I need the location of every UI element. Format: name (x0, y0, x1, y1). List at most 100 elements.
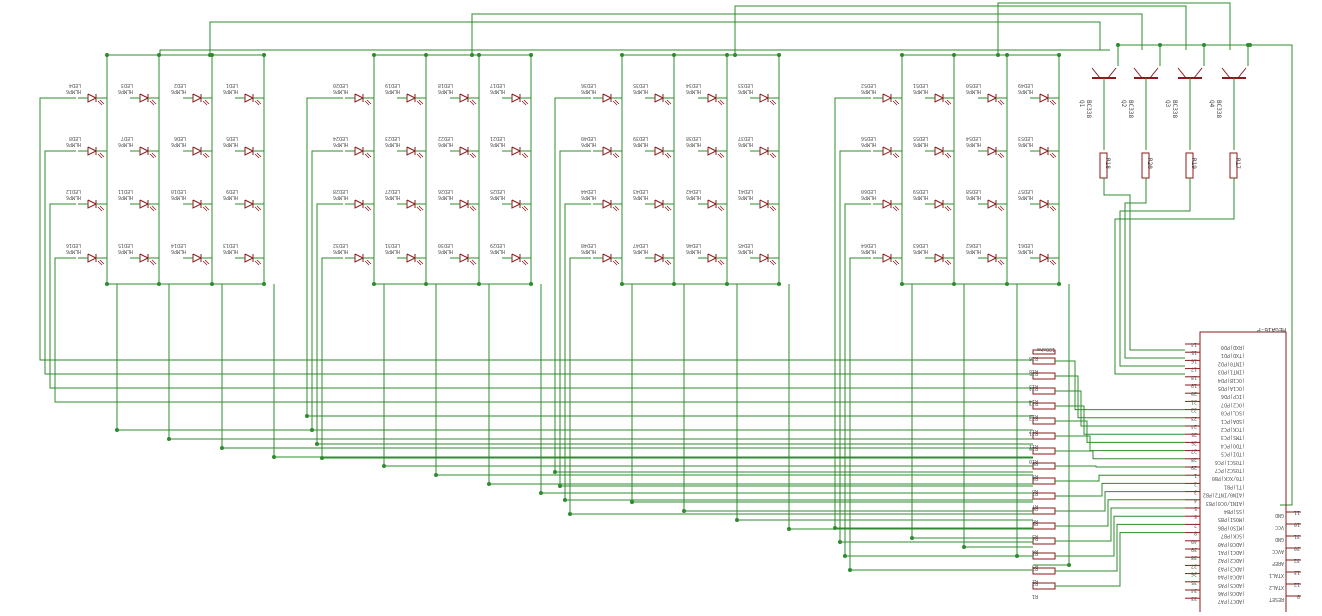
array-resistor-label: R1 (1032, 593, 1038, 599)
array-resistor-label: R3 (1032, 563, 1038, 569)
led-part-label: HLMP6 (861, 248, 876, 254)
ic-pin-number: 37 (1191, 562, 1197, 568)
led-part-label: HLMP6 (1018, 88, 1033, 94)
led-emission-arrow (254, 260, 260, 266)
led-label: LED8 (69, 135, 81, 141)
base-resistor-label: R20 (1146, 158, 1153, 169)
led-emission-arrow (892, 100, 898, 106)
collector-bus-wire (734, 5, 1187, 55)
led-diode-symbol (759, 253, 770, 263)
led-emission-arrow (204, 99, 210, 105)
led-emission-arrow (944, 153, 950, 159)
transistor-name: Q1 (1078, 100, 1085, 108)
led-emission-arrow (944, 206, 950, 212)
array-resistor-label: R12 (1029, 428, 1038, 434)
led-part-label: HLMP6 (581, 248, 596, 254)
led-diode-symbol (707, 199, 718, 209)
junction-dot (272, 455, 276, 459)
ic-pin-number: 10 (1294, 521, 1300, 527)
junction-dot (843, 554, 847, 558)
led-emission-arrow (99, 99, 105, 105)
led-emission-arrow (523, 205, 529, 211)
led-part-label: HLMP6 (686, 88, 701, 94)
led-emission-arrow (894, 205, 900, 211)
led-label: LED31 (385, 242, 400, 248)
led-part-label: HLMP6 (738, 194, 753, 200)
led-label: LED1 (226, 82, 238, 88)
led-emission-arrow (1051, 205, 1057, 211)
led-diode-symbol (459, 199, 470, 209)
led-label: LED45 (738, 242, 753, 248)
junction-dot (910, 536, 914, 540)
led-emission-arrow (1049, 260, 1055, 266)
ic-pin-number: 12 (1294, 581, 1300, 587)
array-resistor-label: R13 (1029, 413, 1038, 419)
ic-pin-number: 14 (1191, 341, 1197, 347)
led-diode-symbol (87, 253, 98, 263)
led-part-label: HLMP6 (490, 141, 505, 147)
led-emission-arrow (471, 152, 477, 158)
transistor-name: Q3 (1164, 100, 1171, 108)
led-label: LED57 (1018, 188, 1033, 194)
led-emission-arrow (97, 260, 103, 266)
ic-pin-number: 40 (1191, 538, 1197, 544)
led-emission-arrow (666, 205, 672, 211)
led-part-label: HLMP6 (385, 88, 400, 94)
led-emission-arrow (523, 152, 529, 158)
led-emission-arrow (1051, 259, 1057, 265)
led-diode-symbol (406, 253, 417, 263)
led-emission-arrow (894, 259, 900, 265)
resistor-to-ic-wire (1055, 507, 1185, 542)
resistor-to-ic-wire (1055, 450, 1185, 460)
collector-bus-wire (471, 13, 1143, 55)
base-resistor-label: R17 (1234, 158, 1241, 169)
led-emission-arrow (364, 153, 370, 159)
led-diode-symbol (654, 93, 665, 103)
led-diode-symbol (459, 93, 470, 103)
led-emission-arrow (894, 152, 900, 158)
ic-pin-number: 32 (1294, 557, 1300, 563)
led-label: LED43 (633, 188, 648, 194)
transistor-collector-leg (1177, 67, 1187, 79)
led-emission-arrow (997, 260, 1003, 266)
led-emission-arrow (418, 99, 424, 105)
led-emission-arrow (99, 259, 105, 265)
ic-pin-label: (ADC0)PA0 (1218, 541, 1245, 547)
led-diode-symbol (511, 199, 522, 209)
column-harness-wire (631, 284, 1033, 503)
ic-pin-label: (TMS)PC3 (1221, 434, 1245, 440)
led-part-label: HLMP6 (633, 194, 648, 200)
led-label: LED56 (861, 135, 876, 141)
resistor-to-ic-wire (1055, 435, 1185, 452)
led-emission-arrow (664, 206, 670, 212)
led-diode-symbol (139, 253, 150, 263)
junction-dot (558, 484, 562, 488)
led-diode-symbol (602, 199, 613, 209)
led-part-label: HLMP6 (118, 194, 133, 200)
led-diode-symbol (87, 146, 98, 156)
led-part-label: HLMP6 (581, 141, 596, 147)
led-emission-arrow (1049, 153, 1055, 159)
led-emission-arrow (946, 259, 952, 265)
array-resistor-label: R8 (1032, 488, 1038, 494)
row-harness-wire (554, 97, 1033, 473)
led-label: LED19 (385, 82, 400, 88)
led-part-label: HLMP6 (633, 248, 648, 254)
ic-pin-number: 18 (1191, 374, 1197, 380)
led-part-label: HLMP6 (861, 88, 876, 94)
led-label: LED18 (438, 82, 453, 88)
led-emission-arrow (1051, 99, 1057, 105)
row-harness-wire (559, 150, 1033, 487)
collector-bus-wire (209, 21, 1101, 55)
ic-pin-number: 33 (1191, 595, 1197, 601)
column-harness-wire (435, 284, 1033, 476)
led-emission-arrow (97, 100, 103, 106)
led-diode-symbol (987, 146, 998, 156)
led-part-label: HLMP6 (223, 88, 238, 94)
led-emission-arrow (149, 153, 155, 159)
ic-pin-label: (ADC3)PA3 (1218, 565, 1245, 571)
ic-pin-label: (SCK)PB7 (1221, 533, 1245, 539)
led-emission-arrow (666, 259, 672, 265)
led-emission-arrow (523, 99, 529, 105)
